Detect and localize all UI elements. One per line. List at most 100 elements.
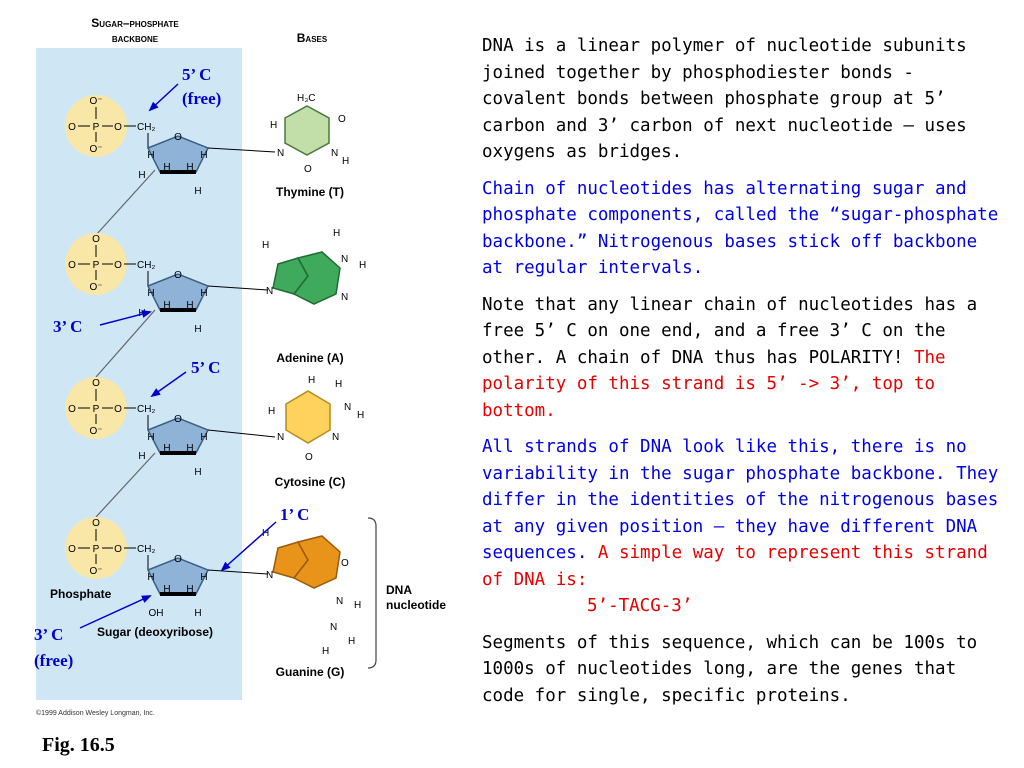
base-n: N <box>336 596 343 607</box>
sugar-h: H <box>186 162 193 173</box>
phosphate-o-top: O <box>92 234 100 245</box>
guanine-six-ring <box>292 535 341 589</box>
base-h: H <box>333 228 340 239</box>
phosphate-o-top: O <box>92 378 100 389</box>
nucleotide-bracket <box>367 517 377 669</box>
sugar-h: H <box>163 162 170 173</box>
polarity-direction: The polarity of this strand is 5’ -> 3’,… <box>482 347 946 421</box>
sugar-ring <box>146 557 210 595</box>
thymine-ring <box>284 105 330 156</box>
base-n: N <box>266 286 273 297</box>
base-h: H <box>359 260 366 271</box>
glycosidic-bond <box>207 147 276 153</box>
phosphate-o-right: O <box>114 260 122 271</box>
base-n: N <box>266 570 273 581</box>
glycosidic-bond <box>207 429 276 438</box>
sugar-h: H <box>200 288 207 299</box>
base-o: O <box>338 114 346 125</box>
sugar-h: H <box>200 432 207 443</box>
paragraph-sequences: All strands of DNA look like this, there… <box>482 434 1007 620</box>
three-prime-free-label-line1: 3’ C <box>34 625 63 644</box>
three-prime-arrow <box>99 310 152 326</box>
phosphate-o-top: O <box>92 518 100 529</box>
phosphate-o-left: O <box>68 544 76 555</box>
polarity-statement: Note that any linear chain of nucleotide… <box>482 294 978 368</box>
phosphate-group <box>65 95 127 157</box>
five-prime-free-label-line2: (free) <box>182 89 221 108</box>
base-n: N <box>331 148 338 159</box>
nucleotide-2: O O P O O⁻ CH₂ O H H H H H H H N H N H N… <box>65 228 366 365</box>
phosphate-p: P <box>93 544 100 555</box>
sugar-h: H <box>200 150 207 161</box>
dna-nucleotide-label-line1: DNA <box>386 583 412 597</box>
base-n: N <box>330 622 337 633</box>
base-n: N <box>277 148 284 159</box>
copyright-text: ©1999 Addison Wesley Longman, Inc. <box>36 709 155 717</box>
five-prime-free-label-line1: 5’ C <box>182 65 211 84</box>
backbone-link-2 <box>95 309 156 378</box>
sequence-notation: 5’-TACG-3’ <box>587 596 693 616</box>
ch2-label: CH₂ <box>137 404 155 415</box>
dna-diagram: Sugar–phosphate backbone Bases O⁻ O P O … <box>34 16 446 717</box>
base-o: O <box>305 452 313 463</box>
cytosine-ring <box>285 390 331 444</box>
three-prime-free-arrow <box>79 595 152 629</box>
paragraph-genes: Segments of this sequence, which can be … <box>482 632 978 706</box>
backbone-link-3 <box>95 452 156 518</box>
figure-label: Fig. 16.5 <box>42 734 115 756</box>
sugar-h: H <box>186 443 193 454</box>
explanation-text: DNA is a linear polymer of nucleotide su… <box>482 33 1007 719</box>
paragraph-polarity: Note that any linear chain of nucleotide… <box>482 292 1007 425</box>
sugar-ring-o: O <box>174 414 182 425</box>
sugar-h: H <box>186 300 193 311</box>
base-h: H <box>335 379 342 390</box>
backbone-header-line1: Sugar–phosphate <box>91 16 179 30</box>
sugar-h: H <box>147 288 154 299</box>
base-h: H <box>348 636 355 647</box>
five-prime-free-arrow <box>148 83 179 112</box>
thymine-ch3: H₃C <box>297 93 316 104</box>
base-h: H <box>262 528 269 539</box>
sugar-ring-o: O <box>174 270 182 281</box>
ch2-label: CH₂ <box>137 544 155 555</box>
nucleotide-1: O⁻ O P O O⁻ CH₂ O H H H H H H H₃C H O N … <box>65 93 349 199</box>
sequences-statement: All strands of DNA look like this, there… <box>482 437 999 563</box>
phosphate-o-right: O <box>114 544 122 555</box>
base-h: H <box>308 375 315 386</box>
phosphate-group <box>65 233 127 295</box>
backbone-link-1 <box>95 169 156 236</box>
paragraph-backbone: Chain of nucleotides has alternating sug… <box>482 178 999 279</box>
base-h: H <box>262 240 269 251</box>
phosphate-label: Phosphate <box>50 587 112 601</box>
dna-nucleotide-label-line2: nucleotide <box>386 598 446 612</box>
sugar-ring <box>146 135 210 173</box>
base-o: O <box>304 164 312 175</box>
phosphate-o-minus-bottom: O⁻ <box>89 282 102 293</box>
sugar-h: H <box>163 584 170 595</box>
base-h: H <box>322 646 329 657</box>
backbone-header-line2: backbone <box>112 31 159 45</box>
sugar-ring <box>146 417 210 454</box>
base-h: H <box>268 406 275 417</box>
sugar-h: H <box>194 324 201 335</box>
one-prime-arrow <box>220 521 277 572</box>
five-prime-arrow <box>150 371 187 398</box>
phosphate-p: P <box>93 260 100 271</box>
base-name: Thymine (T) <box>276 185 344 199</box>
phosphate-p: P <box>93 404 100 415</box>
phosphate-p: P <box>93 122 100 133</box>
adenine-six-ring <box>292 251 341 305</box>
sugar-h: H <box>194 608 201 619</box>
phosphate-o-minus-bottom: O⁻ <box>89 426 102 437</box>
sugar-h: H <box>147 150 154 161</box>
base-h: H <box>357 410 364 421</box>
glycosidic-bond <box>207 569 269 575</box>
glycosidic-bond <box>207 285 269 291</box>
phosphate-o-minus-bottom: O⁻ <box>89 566 102 577</box>
base-n: N <box>277 432 284 443</box>
base-name: Adenine (A) <box>276 351 343 365</box>
sugar-h: H <box>194 186 201 197</box>
sugar-h: H <box>138 451 145 462</box>
base-h: H <box>354 600 361 611</box>
phosphate-o-left: O <box>68 122 76 133</box>
